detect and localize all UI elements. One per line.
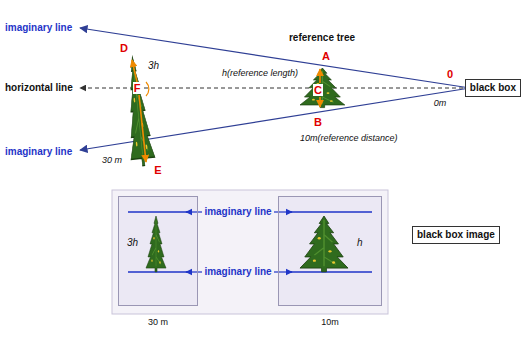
height-arrow xyxy=(319,97,321,107)
line-name: horizontal line xyxy=(5,82,73,94)
image-panel: h xyxy=(278,196,382,306)
far-tree xyxy=(120,55,155,167)
line-name: imaginary line xyxy=(204,266,271,278)
pointer-arrow xyxy=(274,211,292,212)
point-letter: B xyxy=(314,116,322,129)
tree-title: reference tree xyxy=(289,32,355,44)
box-title: black box xyxy=(470,82,516,94)
point-letter: D xyxy=(120,42,128,55)
far-tree-image xyxy=(146,216,166,272)
height-arrow xyxy=(319,69,321,83)
length-label: h(reference length) xyxy=(222,68,298,78)
black-box: black box xyxy=(465,79,521,97)
angle-arc xyxy=(146,82,149,96)
pointer-arrow xyxy=(186,211,202,212)
imaginary-line xyxy=(80,28,470,88)
reference-tree-image xyxy=(300,216,348,272)
image-panel: 3h xyxy=(118,196,198,306)
box-title: black box image xyxy=(417,229,495,241)
point-letter: F xyxy=(133,82,142,95)
line-name: imaginary line xyxy=(204,206,271,218)
distance-label: 10m(reference distance) xyxy=(300,133,398,143)
distance-label: 0m xyxy=(434,98,447,108)
imaginary-line xyxy=(128,211,190,212)
distance-label: 30 m xyxy=(102,155,122,165)
height-label: 3h xyxy=(127,237,138,249)
point-letter: A xyxy=(322,50,330,63)
imaginary-line xyxy=(128,271,190,272)
reference-tree xyxy=(300,68,345,108)
height-arrow xyxy=(139,95,146,162)
image-panel xyxy=(278,196,382,306)
pointer-arrow xyxy=(186,271,202,272)
point-letter: E xyxy=(154,164,161,177)
point-letter: 0 xyxy=(447,68,453,81)
distance-label: 30 m xyxy=(148,317,168,327)
line-name: imaginary line xyxy=(5,146,72,158)
distance-label: 10m xyxy=(321,317,339,327)
imaginary-line xyxy=(288,211,372,212)
imaginary-line xyxy=(288,271,372,272)
height-label: h xyxy=(357,237,363,249)
image-frame xyxy=(112,190,388,314)
line-name: imaginary line xyxy=(5,22,72,34)
height-arrow xyxy=(132,60,137,82)
image-title-box: black box image xyxy=(412,226,500,244)
height-label: 3h xyxy=(148,60,159,72)
point-letter: C xyxy=(313,84,323,97)
pointer-arrow xyxy=(274,271,292,272)
